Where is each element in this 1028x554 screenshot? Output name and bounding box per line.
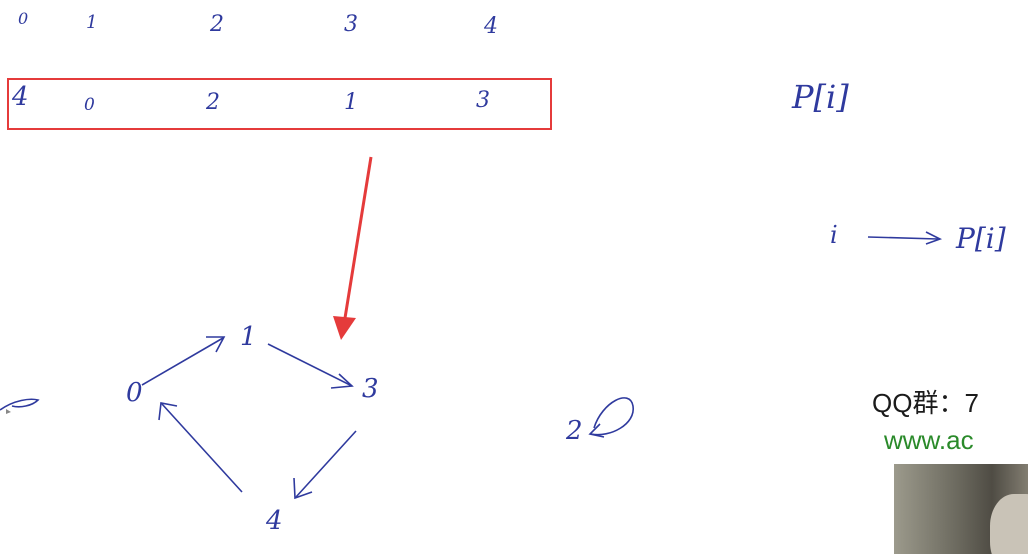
edge-4-to-0-head <box>158 402 178 421</box>
left-edge-arrow <box>0 398 40 411</box>
self-loop-2-head <box>588 423 605 438</box>
graph-node-3: 3 <box>362 374 379 404</box>
value-2: 2 <box>206 90 220 115</box>
index-3: 3 <box>344 12 358 37</box>
value-3: 1 <box>344 90 358 115</box>
note-map-from: i <box>830 221 838 249</box>
cursor-icon <box>6 409 11 414</box>
edge-0-to-1 <box>141 337 224 386</box>
value-4: 3 <box>476 88 490 113</box>
index-2: 2 <box>210 12 224 37</box>
index-4: 4 <box>484 14 498 39</box>
graph-node-2: 2 <box>566 416 583 446</box>
watermark-site: www.ac <box>884 425 974 455</box>
red-arrowhead <box>333 316 356 340</box>
edge-0-to-1-head <box>206 336 226 353</box>
graph-node-0: 0 <box>126 378 143 408</box>
map-arrow <box>867 236 939 240</box>
value-0: 4 <box>12 82 29 112</box>
self-loop-2 <box>590 397 634 436</box>
note-map-to: P[i] <box>956 222 1006 255</box>
graph-node-1: 1 <box>240 322 257 352</box>
index-1: 1 <box>86 12 98 33</box>
red-pointer-arrow <box>343 156 373 319</box>
edge-4-to-0 <box>161 403 243 493</box>
presenter-face <box>990 494 1028 554</box>
edge-1-to-3 <box>267 343 353 387</box>
webcam-overlay <box>894 464 1028 554</box>
note-p-of-i: P[i] <box>792 78 849 116</box>
edge-1-to-3-head <box>330 373 354 389</box>
value-1: 0 <box>84 95 95 115</box>
watermark-qq: QQ群：7 <box>872 388 979 418</box>
index-0: 0 <box>18 9 29 28</box>
graph-node-4: 4 <box>266 506 283 536</box>
edge-3-to-4 <box>295 430 357 498</box>
edge-3-to-4-head <box>293 477 313 500</box>
map-arrow-head <box>925 231 943 245</box>
highlight-box <box>7 78 552 130</box>
